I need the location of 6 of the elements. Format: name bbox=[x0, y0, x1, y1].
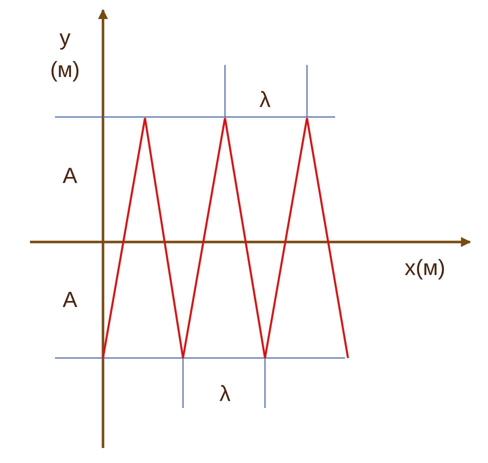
wavelength-label: λ bbox=[218, 380, 232, 408]
axis-label: x(м) bbox=[404, 254, 446, 282]
axis-label: y (м) bbox=[49, 24, 81, 84]
amplitude-label: A bbox=[62, 286, 78, 314]
wavelength-label: λ bbox=[258, 86, 272, 114]
amplitude-label: A bbox=[62, 162, 78, 190]
